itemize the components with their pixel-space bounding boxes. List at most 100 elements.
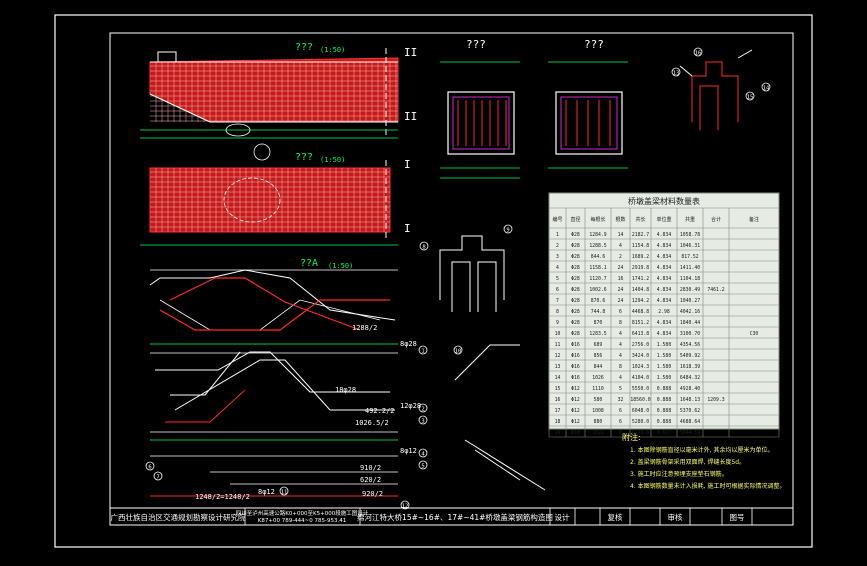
table-cell: 32	[618, 397, 624, 403]
rebar-id-marker: 10	[453, 345, 463, 355]
table-cell: Φ28	[571, 243, 580, 249]
table-cell: Φ28	[571, 287, 580, 293]
table-cell: 1404.8	[632, 287, 649, 293]
table-cell: 3424.0	[632, 353, 649, 359]
table-cell: 4104.0	[632, 375, 649, 381]
table-cell: 1.580	[657, 353, 672, 359]
table-cell: Φ12	[571, 397, 580, 403]
table-cell: 1158.1	[589, 265, 606, 271]
outer-frame	[54, 14, 813, 548]
rebar-id-marker: 5	[418, 460, 428, 470]
table-cell: 8	[556, 309, 559, 315]
table-cell: 4468.8	[632, 309, 649, 315]
table-cell: 4928.40	[680, 386, 700, 392]
table-cell: 8	[619, 320, 622, 326]
stirrup-detail-mid-3	[477, 261, 497, 312]
bottom-rebar-bends	[159, 277, 390, 331]
table-cell: Φ10	[571, 430, 580, 436]
bar-label-e: 620/2	[360, 476, 381, 484]
table-cell: 11	[555, 342, 561, 348]
table-cell: 3	[556, 254, 559, 260]
table-cell: 870	[594, 320, 603, 326]
rebar-bend-1	[159, 299, 390, 331]
rebar-id-text: 2	[421, 406, 424, 412]
table-cell: Φ28	[571, 265, 580, 271]
table-cell: 870.6	[591, 298, 606, 304]
bottom-view-scale: (1:50)	[328, 262, 353, 270]
section-right-title: ???	[584, 38, 604, 51]
rebar-id-text: 8	[422, 244, 425, 250]
table-header-cell: 直径	[570, 216, 580, 223]
rebar-id-marker: 14	[761, 82, 771, 92]
rebar-id-circle	[453, 345, 463, 355]
section-left-title: ???	[466, 38, 486, 51]
table-cell: 5044.59	[680, 430, 700, 436]
design-label: 设计	[555, 512, 570, 522]
table-cell: 844	[594, 364, 603, 370]
table-cell: 4.834	[657, 276, 672, 282]
table-cell: 1024.3	[632, 364, 649, 370]
table-cell: 4.834	[657, 265, 672, 271]
rebar-id-marker: 11	[279, 486, 289, 496]
section-marker-1b: I	[404, 222, 411, 235]
rebar-id-circle	[761, 82, 771, 92]
table-cell: 24	[618, 298, 624, 304]
table-background	[548, 192, 780, 430]
section-marker-2a: II	[404, 46, 417, 59]
rebar-id-text: 12	[402, 503, 409, 509]
stirrup-detail-mid	[439, 235, 505, 300]
rebar-id-text: 4	[421, 451, 425, 457]
table-cell: 4.834	[657, 331, 672, 337]
table-cell: 1	[556, 232, 559, 238]
table-cell: 6048.0	[632, 408, 649, 414]
rebar-id-circle	[671, 67, 681, 77]
table-cell: 689	[594, 342, 603, 348]
bar-label-b: 1026.5/2	[355, 419, 389, 427]
table-cell: 7	[556, 298, 559, 304]
bottom-view-title: ??A	[300, 258, 318, 269]
table-cell: 4.834	[657, 320, 672, 326]
rebar-id-text: 15	[747, 94, 754, 100]
table-cell: 580	[594, 397, 603, 403]
table-cell: 14	[618, 232, 624, 238]
hook-detail-1	[454, 344, 520, 381]
table-cell: 1283.5	[589, 331, 606, 337]
table-cell: 1.580	[657, 364, 672, 370]
top-elevation-view: ??? (1:50) II II	[140, 42, 417, 161]
table-cell: Φ28	[571, 298, 580, 304]
rebar-id-circle	[400, 500, 410, 510]
table-cell: 4.834	[657, 243, 672, 249]
table-cell: 4	[619, 375, 622, 381]
table-cell: 1741.2	[632, 276, 649, 282]
table-header-cell: 合计	[711, 216, 721, 223]
table-cell: 13	[555, 364, 561, 370]
table-title: 桥墩盖梁材料数量表	[628, 196, 700, 206]
rebar-id-circle	[279, 486, 289, 496]
title-block: 广西壮族自治区交通规划勘察设计研究院 四川至泸州高速公路K0+000至K5+00…	[110, 507, 793, 525]
rebar-id-circle	[418, 345, 428, 355]
notes-title: 附注:	[622, 432, 641, 442]
rebar-id-circle	[418, 448, 428, 458]
rebar-id-text: 9	[506, 227, 509, 233]
rebar-id-marker: 16	[693, 47, 703, 57]
top-corbel	[157, 51, 177, 63]
table-cell: 6413.8	[632, 331, 649, 337]
table-cell: Φ16	[571, 375, 580, 381]
table-cell: 4	[619, 331, 622, 337]
table-cell: 4.834	[657, 232, 672, 238]
table-header-cell: 每根长	[590, 216, 605, 223]
table-cell: 1110	[592, 386, 604, 392]
table-cell: 1288.5	[589, 243, 606, 249]
table-cell: 6	[619, 419, 622, 425]
project-station: K87+00 789-444~0 785-953.41	[258, 518, 347, 524]
drawing-title: 绵河江特大桥15#~16#、17#~41#桥墩盖梁钢筋构造图	[357, 512, 553, 522]
table-cell: 24	[618, 265, 624, 271]
middle-pier-circle	[223, 177, 281, 223]
table-cell: 15	[555, 386, 561, 392]
table-cell: 5	[619, 386, 622, 392]
table-cell: Φ12	[571, 386, 580, 392]
table-cell: 0.617	[657, 430, 672, 436]
table-cell: Φ28	[571, 320, 580, 326]
